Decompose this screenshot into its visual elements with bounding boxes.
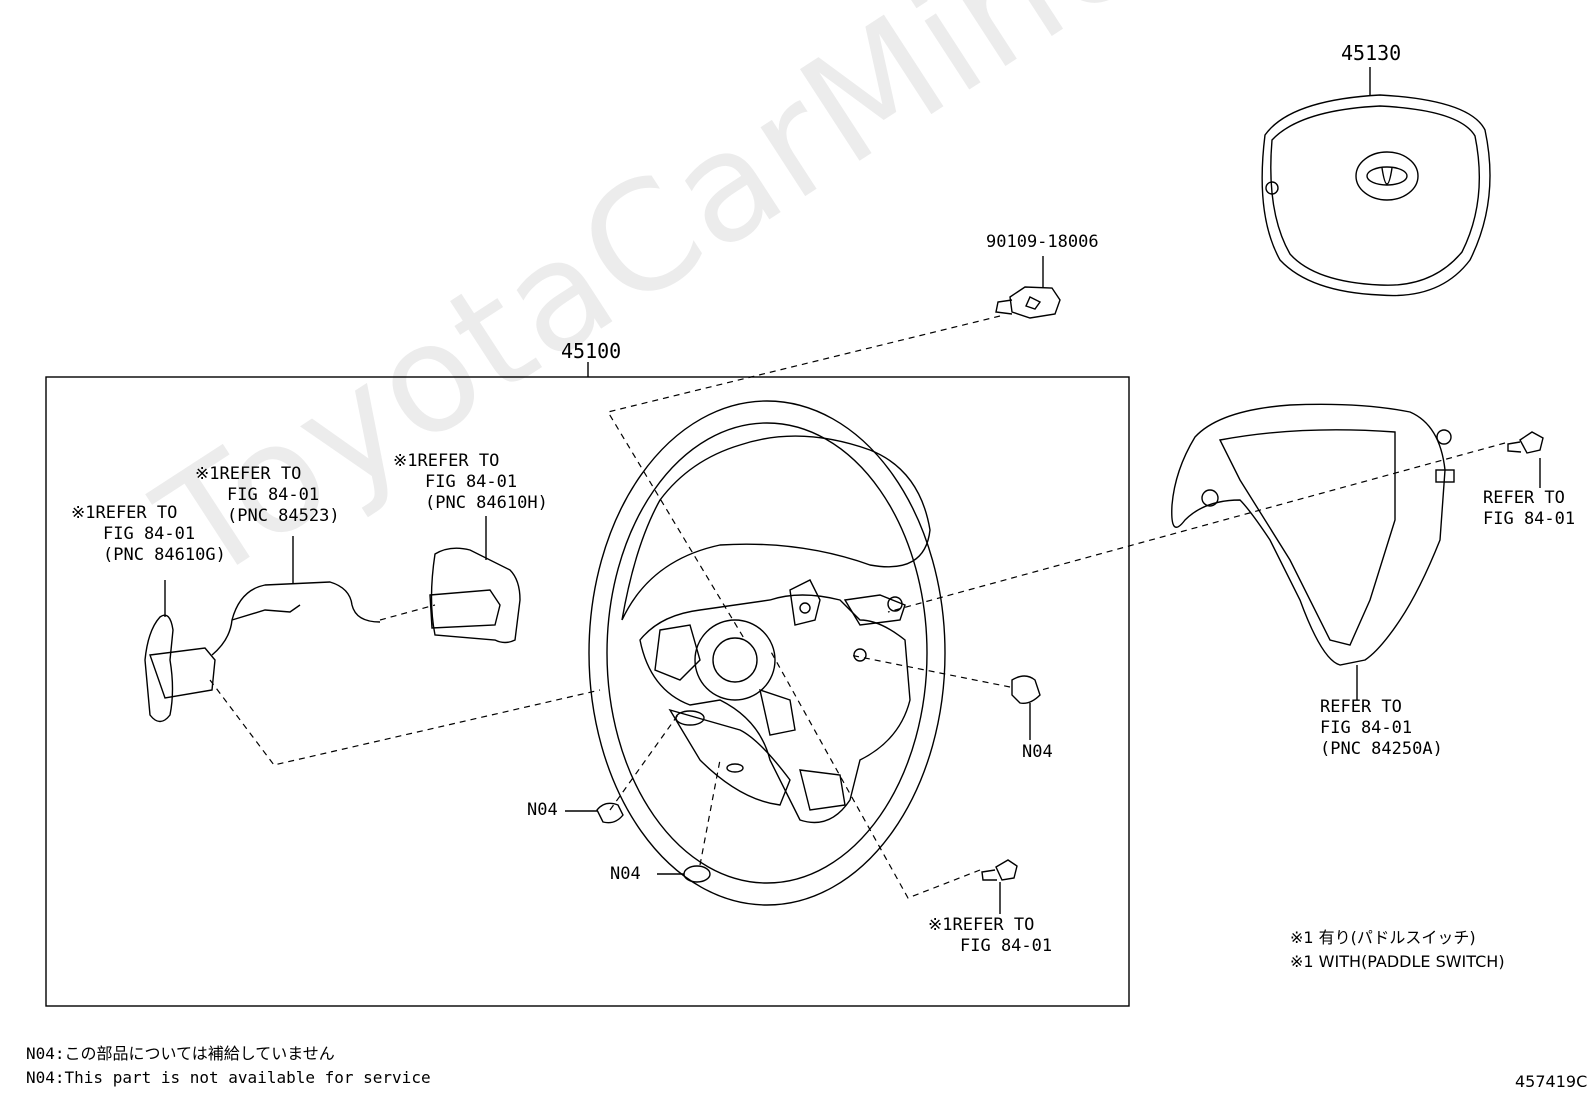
ref-line: ※1REFER TO (928, 915, 1035, 935)
ref-line: FIG 84-01 (425, 472, 518, 492)
ref-paddle-left: ※1REFER TO FIG 84-01 (PNC 84610G) (71, 503, 226, 566)
ref-line: (PNC 84523) (227, 506, 340, 526)
ref-line: FIG 84-01 (960, 936, 1053, 956)
ref-line: (PNC 84610G) (103, 545, 226, 565)
part-number-bolt: 90109-18006 (986, 232, 1099, 252)
ref-line: (PNC 84250A) (1320, 739, 1443, 759)
ref-screw-right: REFER TO FIG 84-01 (1483, 488, 1575, 530)
clip-n04-right-drawing (1011, 675, 1041, 740)
part-number-n04-left: N04 (527, 800, 558, 820)
screw-right-drawing (1507, 431, 1544, 488)
part-number-n04-bottom: N04 (610, 864, 641, 884)
part-number-wheel-assy: 45100 (561, 339, 622, 363)
figure-id: 457419C (1515, 1072, 1588, 1091)
steering-wheel-drawing (588, 400, 946, 906)
cover-drawing (1171, 403, 1455, 700)
ref-line: REFER TO (1483, 488, 1565, 508)
ref-line: ※1REFER TO (71, 503, 178, 523)
ref-line: FIG 84-01 (103, 524, 196, 544)
ref-paddle-right: ※1REFER TO FIG 84-01 (PNC 84610H) (393, 451, 548, 514)
ref-line: ※1REFER TO (393, 451, 500, 471)
legend-jp: ※1 有り(パドルスイッチ) (1290, 928, 1476, 947)
footnote-jp: N04:この部品については補給していません (26, 1044, 335, 1063)
ref-line: (PNC 84610H) (425, 493, 548, 513)
paddle-right-drawing (429, 516, 521, 644)
ref-line: FIG 84-01 (1320, 718, 1413, 738)
ref-harness: ※1REFER TO FIG 84-01 (PNC 84523) (195, 464, 340, 527)
bolt-drawing (995, 256, 1061, 319)
ref-cover: REFER TO FIG 84-01 (PNC 84250A) (1320, 697, 1443, 760)
screw-bottom-drawing (981, 859, 1018, 914)
clip-n04-bottom-drawing (657, 865, 711, 883)
ref-line: ※1REFER TO (195, 464, 302, 484)
legend-en: ※1 WITH(PADDLE SWITCH) (1290, 952, 1505, 971)
ref-line: FIG 84-01 (1483, 509, 1576, 529)
ref-screw-bottom: ※1REFER TO FIG 84-01 (928, 915, 1052, 957)
part-number-airbag: 45130 (1341, 41, 1402, 65)
paddle-left-drawing (144, 580, 216, 723)
part-number-n04-right: N04 (1022, 742, 1053, 762)
clip-n04-left-drawing (565, 802, 624, 824)
airbag-drawing (1261, 67, 1491, 297)
footnote-en: N04:This part is not available for servi… (26, 1068, 431, 1087)
ref-line: FIG 84-01 (227, 485, 320, 505)
ref-line: REFER TO (1320, 697, 1402, 717)
harness-drawing (211, 536, 381, 656)
